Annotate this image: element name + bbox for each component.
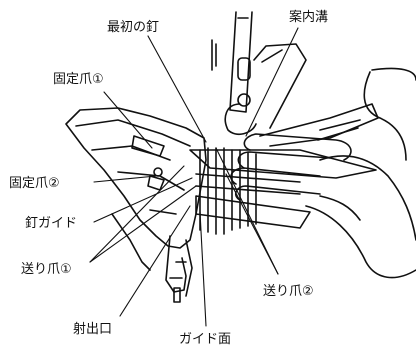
label-guide-face: ガイド面 — [178, 332, 233, 347]
leader-feed-claw-2b — [225, 173, 279, 275]
label-nail-guide: 釘ガイド — [24, 216, 79, 231]
hand — [230, 67, 416, 279]
label-guide-groove: 案内溝 — [288, 10, 330, 25]
leader-ejection-port — [119, 205, 191, 317]
leader-nail-guide — [93, 177, 193, 223]
leader-lines — [89, 27, 299, 327]
label-feed-claw-2: 送り爪② — [262, 284, 315, 299]
nail-strip — [189, 103, 379, 235]
leader-feed-claw-1a — [89, 165, 185, 263]
label-fixing-claw-1: 固定爪① — [52, 72, 105, 87]
ejection-nose — [165, 235, 187, 303]
label-fixing-claw-2: 固定爪② — [8, 176, 61, 191]
leader-first-nail — [147, 35, 207, 143]
upright-arm — [211, 11, 307, 136]
label-ejection-port: 射出口 — [72, 322, 114, 337]
label-feed-claw-1: 送り爪① — [20, 262, 73, 277]
leader-fixing-claw-1 — [103, 91, 153, 149]
label-first-nail: 最初の釘 — [106, 20, 161, 35]
leader-guide-face — [199, 211, 207, 327]
leader-feed-claw-1b — [89, 185, 197, 263]
nailer-body — [65, 107, 207, 297]
leader-guide-groove — [245, 27, 299, 137]
leader-fixing-claw-2 — [93, 175, 157, 183]
